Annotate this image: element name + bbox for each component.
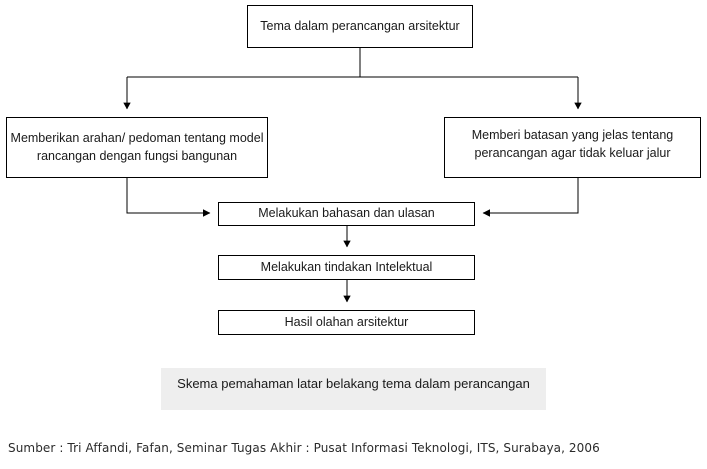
node-melakukan-tindakan-intelektual: Melakukan tindakan Intelektual — [218, 255, 475, 280]
source-citation: Sumber : Tri Affandi, Fafan, Seminar Tug… — [8, 441, 600, 455]
node-label: Memberikan arahan/ pedoman tentang model… — [10, 130, 264, 163]
node-memberikan-arahan-pedoman: Memberikan arahan/ pedoman tentang model… — [6, 117, 268, 178]
node-memberi-batasan-yang-jelas: Memberi batasan yang jelas tentang peran… — [444, 117, 701, 178]
node-label: Memberi batasan yang jelas tentang peran… — [471, 128, 674, 160]
node-label: Tema dalam perancangan arsitektur — [260, 18, 460, 33]
node-label: Hasil olahan arsitektur — [284, 314, 409, 329]
node-hasil-olahan-arsitektur: Hasil olahan arsitektur — [218, 310, 475, 335]
node-label: Melakukan tindakan Intelektual — [260, 259, 433, 274]
node-melakukan-bahasan-dan-ulasan: Melakukan bahasan dan ulasan — [218, 202, 475, 226]
node-label: Melakukan bahasan dan ulasan — [258, 206, 435, 221]
figure-caption-text: Skema pemahaman latar belakang tema dala… — [177, 376, 530, 391]
connector-right-box-to-bahasan — [482, 178, 579, 217]
connector-left-box-to-bahasan — [126, 178, 211, 217]
figure-caption: Skema pemahaman latar belakang tema dala… — [161, 368, 546, 410]
node-tema-dalam-perancangan-arsitektur: Tema dalam perancangan arsitektur — [247, 5, 473, 48]
